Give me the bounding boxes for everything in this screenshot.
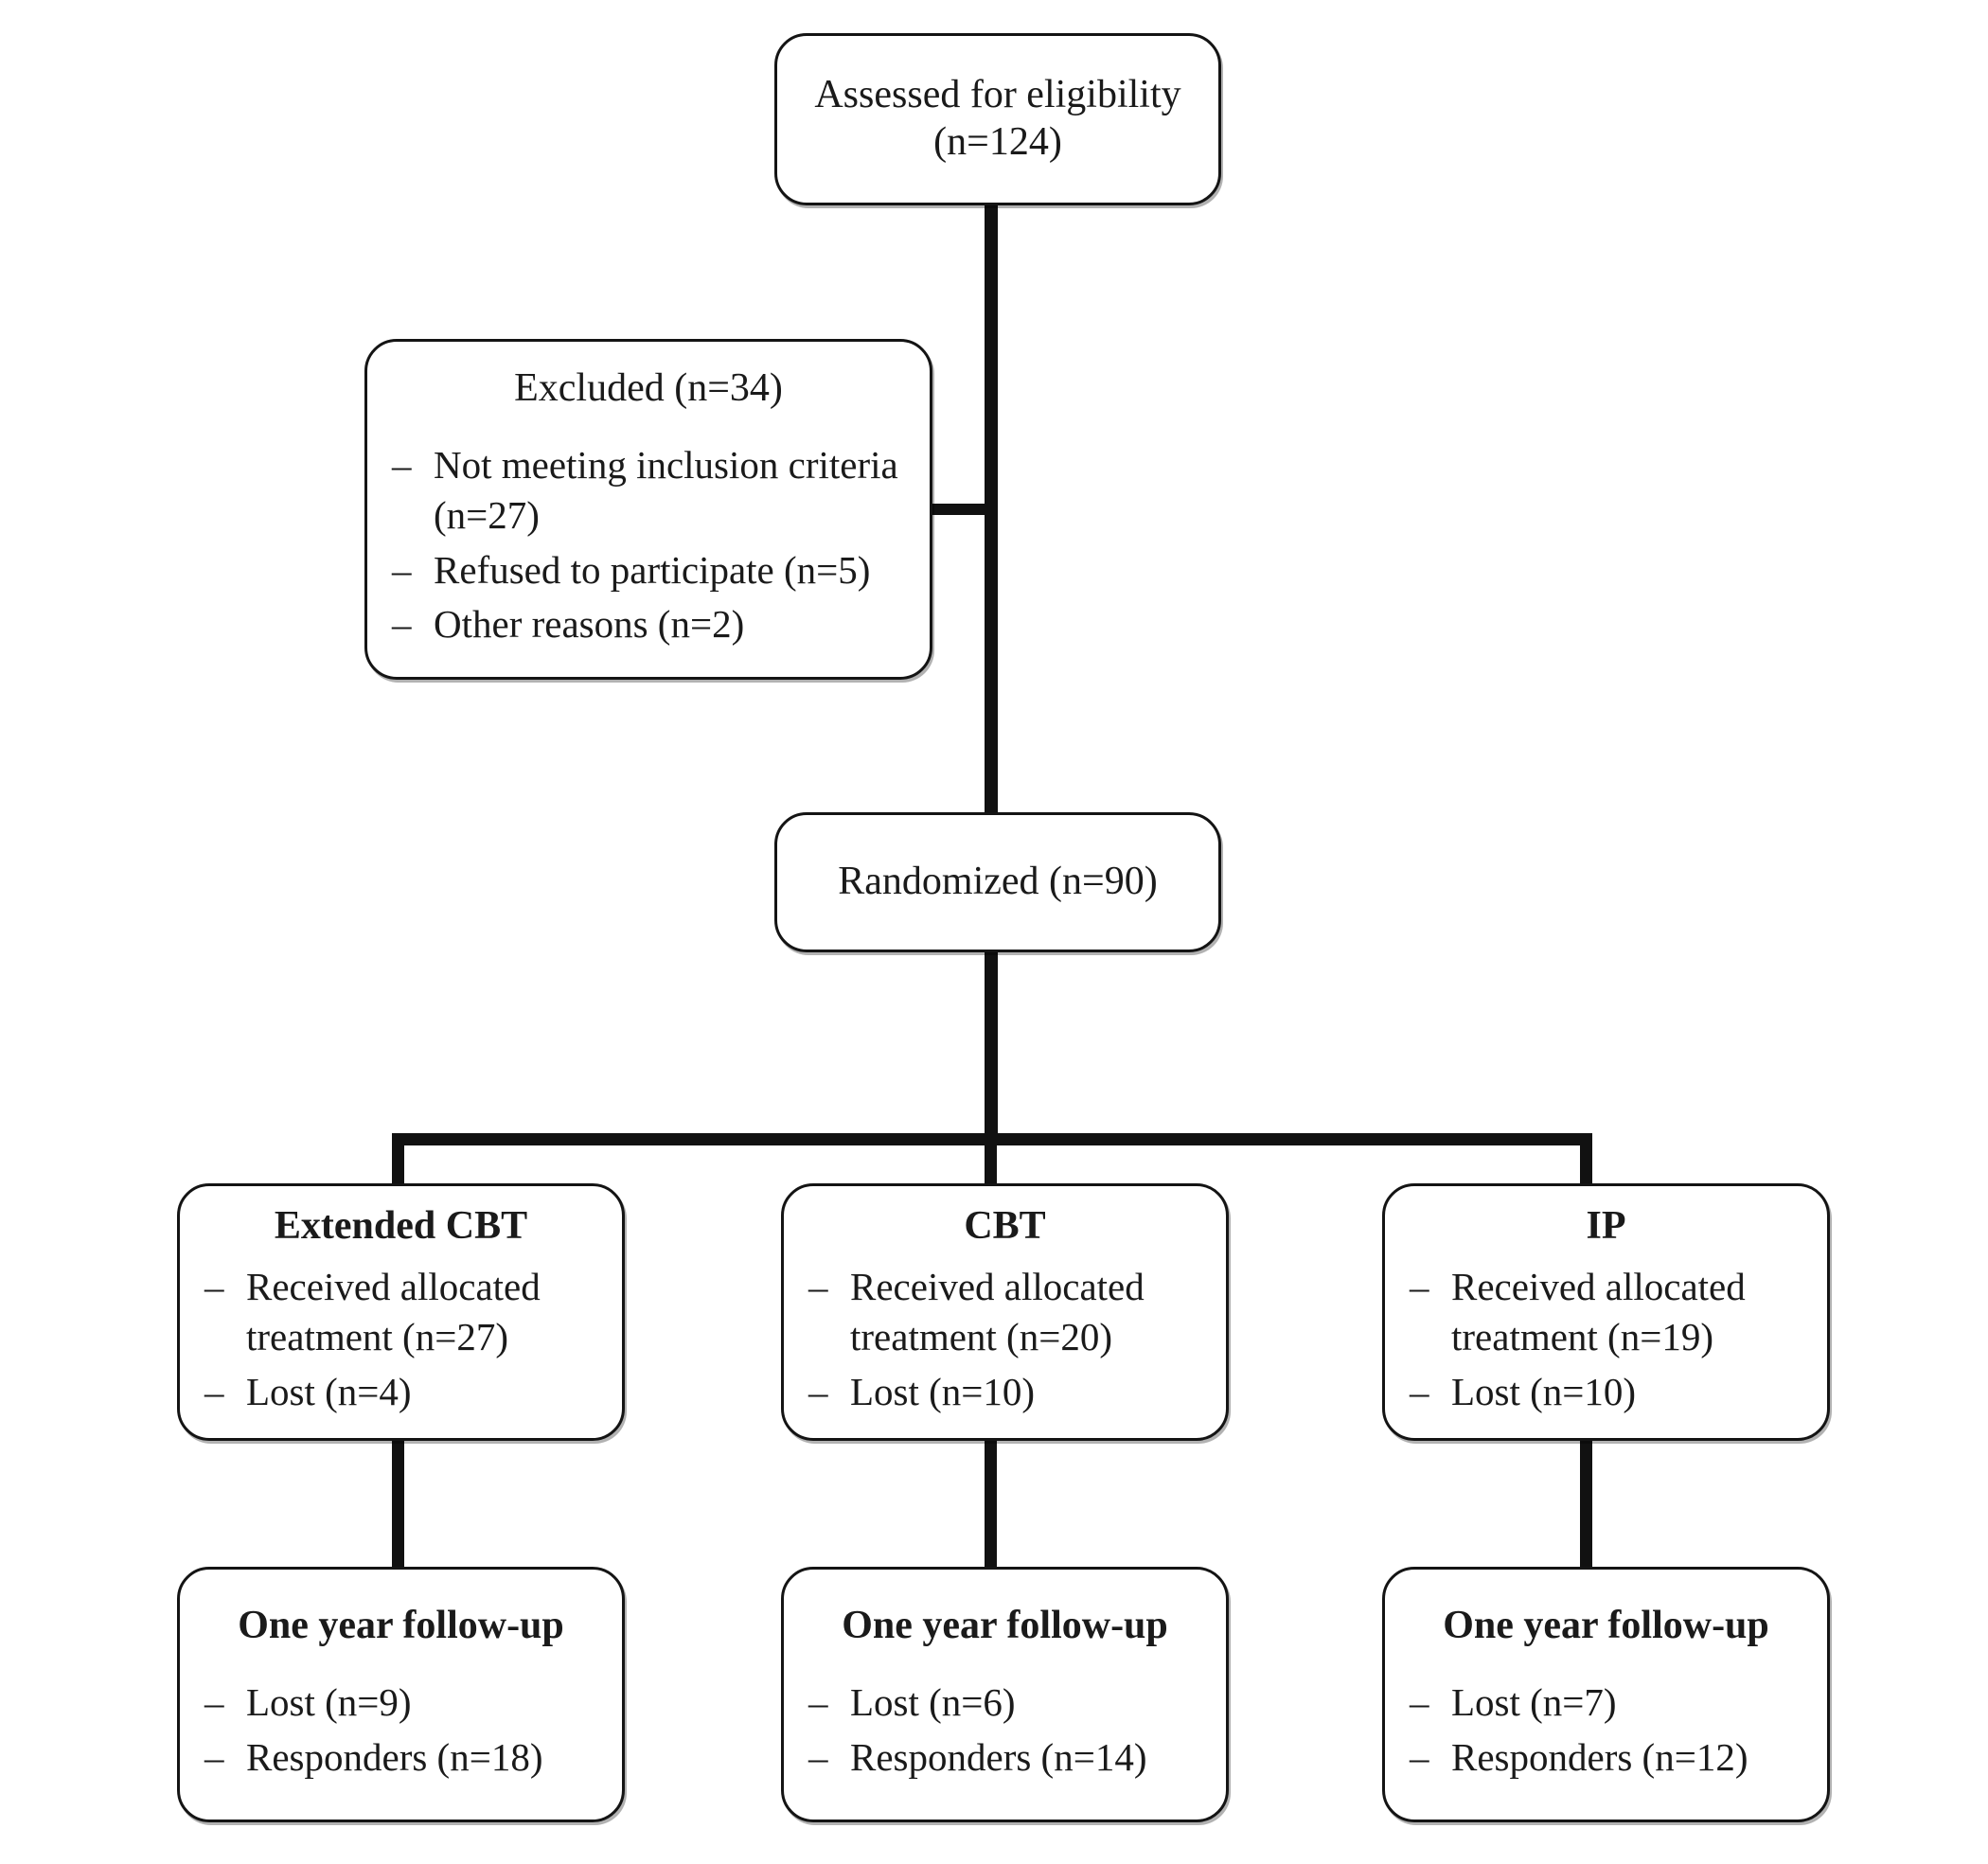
spacer: [392, 412, 905, 440]
randomized-title: Randomized (n=90): [838, 860, 1158, 904]
spacer: [808, 1251, 1201, 1263]
spacer: [1410, 1649, 1802, 1678]
arm-item-list: –Received allocated treatment (n=20) –Lo…: [808, 1262, 1201, 1421]
arm-title: CBT: [964, 1204, 1046, 1248]
connector-arm-0-to-followup-0: [392, 1437, 404, 1571]
node-randomized: Randomized (n=90): [774, 812, 1221, 952]
dash-bullet-icon: –: [204, 1265, 224, 1309]
dash-bullet-icon: –: [1410, 1734, 1429, 1779]
list-item-label: Lost (n=9): [246, 1680, 412, 1725]
followup-item-list: –Lost (n=7) –Responders (n=12): [1410, 1678, 1802, 1786]
excluded-reason-list: –Not meeting inclusion criteria (n=27) –…: [392, 440, 905, 653]
spacer: [204, 1251, 597, 1263]
list-item: –Responders (n=18): [204, 1732, 597, 1783]
list-item: –Other reasons (n=2): [392, 599, 905, 649]
list-item: –Lost (n=7): [1410, 1678, 1802, 1728]
arm-item-list: –Received allocated treatment (n=27) –Lo…: [204, 1262, 597, 1421]
followup-item-list: –Lost (n=6) –Responders (n=14): [808, 1678, 1201, 1786]
list-item: –Received allocated treatment (n=20): [808, 1262, 1201, 1363]
dash-bullet-icon: –: [808, 1265, 828, 1309]
arm-title: IP: [1586, 1204, 1626, 1248]
list-item-label: Responders (n=18): [246, 1734, 543, 1779]
list-item-label: Received allocated treatment (n=19): [1451, 1265, 1746, 1359]
connector-to-excluded-box: [926, 504, 992, 515]
dash-bullet-icon: –: [808, 1734, 828, 1779]
spacer: [204, 1649, 597, 1678]
spacer: [808, 1649, 1201, 1678]
connector-split-to-arm-0: [392, 1133, 404, 1188]
list-item-label: Responders (n=14): [850, 1734, 1147, 1779]
node-followup-cbt: One year follow-up –Lost (n=6) –Responde…: [781, 1567, 1229, 1822]
list-item: –Received allocated treatment (n=19): [1410, 1262, 1802, 1363]
list-item: –Lost (n=4): [204, 1367, 597, 1417]
arm-title: Extended CBT: [274, 1204, 528, 1248]
dash-bullet-icon: –: [204, 1734, 224, 1779]
dash-bullet-icon: –: [808, 1680, 828, 1725]
connector-arm-1-to-followup-1: [985, 1437, 997, 1571]
list-item-label: Other reasons (n=2): [434, 602, 745, 647]
list-item-label: Lost (n=4): [246, 1369, 412, 1413]
list-item: –Refused to participate (n=5): [392, 545, 905, 595]
dash-bullet-icon: –: [1410, 1680, 1429, 1725]
connector-split-to-arm-1: [985, 1133, 997, 1188]
dash-bullet-icon: –: [204, 1369, 224, 1413]
list-item: –Received allocated treatment (n=27): [204, 1262, 597, 1363]
list-item: –Lost (n=10): [1410, 1367, 1802, 1417]
node-arm-extended-cbt: Extended CBT –Received allocated treatme…: [177, 1183, 625, 1441]
node-followup-ip: One year follow-up –Lost (n=7) –Responde…: [1382, 1567, 1830, 1822]
dash-bullet-icon: –: [392, 443, 412, 488]
node-assessed-for-eligibility: Assessed for eligibility (n=124): [774, 33, 1221, 205]
dash-bullet-icon: –: [1410, 1369, 1429, 1413]
list-item: –Lost (n=10): [808, 1367, 1201, 1417]
list-item-label: Lost (n=10): [850, 1369, 1036, 1413]
followup-title: One year follow-up: [238, 1603, 564, 1647]
connector-arm-2-to-followup-2: [1580, 1437, 1592, 1571]
list-item-label: Lost (n=10): [1451, 1369, 1637, 1413]
connector-split-to-arm-2: [1580, 1133, 1592, 1188]
list-item: –Lost (n=6): [808, 1678, 1201, 1728]
followup-item-list: –Lost (n=9) –Responders (n=18): [204, 1678, 597, 1786]
followup-title: One year follow-up: [1443, 1603, 1769, 1647]
spacer: [1410, 1251, 1802, 1263]
dash-bullet-icon: –: [392, 547, 412, 592]
list-item: –Lost (n=9): [204, 1678, 597, 1728]
followup-title: One year follow-up: [842, 1603, 1168, 1647]
list-item: –Responders (n=12): [1410, 1732, 1802, 1783]
list-item-label: Received allocated treatment (n=20): [850, 1265, 1145, 1359]
list-item-label: Refused to participate (n=5): [434, 547, 871, 592]
dash-bullet-icon: –: [1410, 1265, 1429, 1309]
connector-randomized-to-split: [985, 950, 998, 1145]
list-item-label: Received allocated treatment (n=27): [246, 1265, 541, 1359]
node-arm-cbt: CBT –Received allocated treatment (n=20)…: [781, 1183, 1229, 1441]
dash-bullet-icon: –: [392, 602, 412, 647]
list-item-label: Lost (n=7): [1451, 1680, 1617, 1725]
dash-bullet-icon: –: [808, 1369, 828, 1413]
list-item-label: Lost (n=6): [850, 1680, 1016, 1725]
list-item-label: Not meeting inclusion criteria (n=27): [434, 443, 898, 538]
excluded-title: Excluded (n=34): [514, 365, 783, 410]
node-followup-extended-cbt: One year follow-up –Lost (n=9) –Responde…: [177, 1567, 625, 1822]
node-excluded: Excluded (n=34) –Not meeting inclusion c…: [364, 339, 932, 680]
list-item: –Not meeting inclusion criteria (n=27): [392, 440, 905, 541]
dash-bullet-icon: –: [204, 1680, 224, 1725]
list-item: –Responders (n=14): [808, 1732, 1201, 1783]
assessed-title: Assessed for eligibility (n=124): [814, 73, 1181, 164]
arm-item-list: –Received allocated treatment (n=19) –Lo…: [1410, 1262, 1802, 1421]
list-item-label: Responders (n=12): [1451, 1734, 1748, 1779]
node-arm-ip: IP –Received allocated treatment (n=19) …: [1382, 1183, 1830, 1441]
